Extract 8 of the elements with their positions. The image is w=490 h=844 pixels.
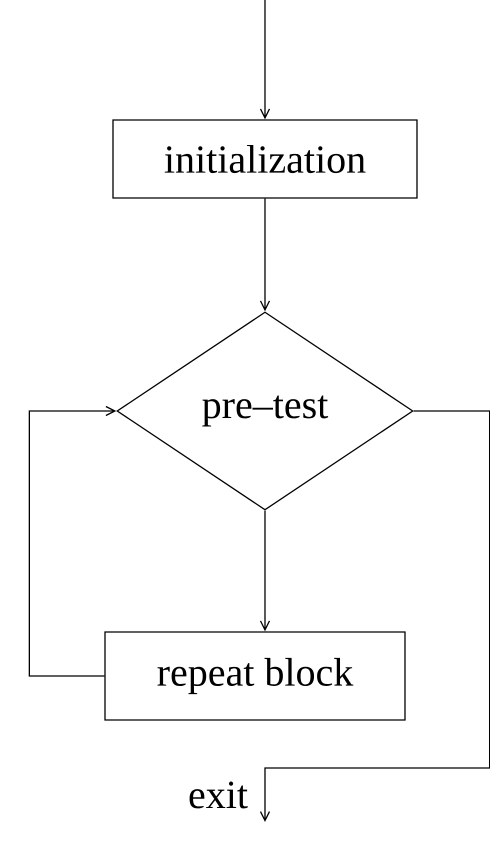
process-box: initialization xyxy=(112,119,418,199)
arrow xyxy=(260,510,270,632)
arrow xyxy=(260,0,270,120)
edge-label: exit xyxy=(187,780,249,810)
arrow xyxy=(260,198,270,312)
arrow xyxy=(260,410,490,822)
process-box: repeat block xyxy=(104,631,406,721)
arrow xyxy=(28,406,116,677)
